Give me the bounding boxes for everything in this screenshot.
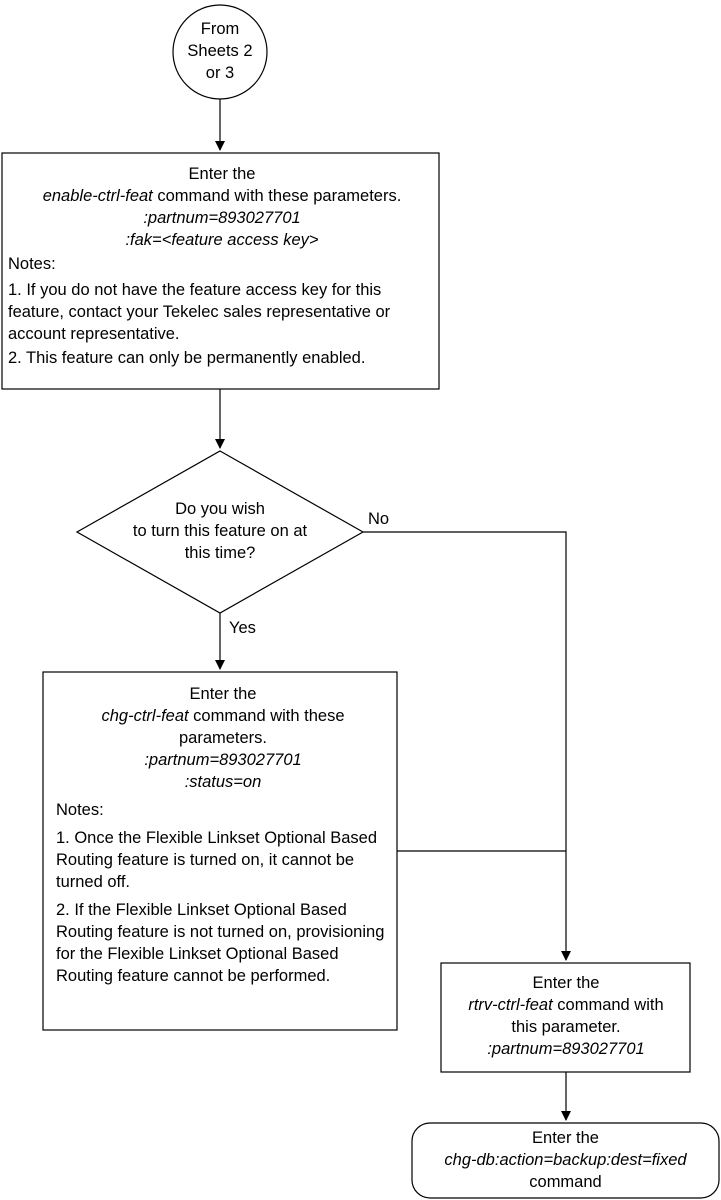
rtrv-command-suffix: command with <box>552 996 664 1014</box>
chg-ctrl-feat-text: Enter the chg-ctrl-feat command with the… <box>56 683 390 987</box>
chg-ctrl-feat-box <box>42 671 398 1031</box>
chg-note-1: 1. Once the Flexible Linkset Optional Ba… <box>56 829 378 891</box>
decision-question: Do you wish to turn this feature on at t… <box>110 498 330 564</box>
decision-line-1: Do you wish <box>175 500 265 518</box>
chg-note-2: 2. If the Flexible Linkset Optional Base… <box>56 901 385 985</box>
connector-line-1: From <box>200 20 240 38</box>
arrow-no-to-rtrv-ctrl-feat <box>363 531 571 961</box>
chg-intro: Enter the <box>189 685 257 703</box>
enable-param-fak-value: <feature access key> <box>161 231 319 249</box>
rtrv-ctrl-feat-text: Enter the rtrv-ctrl-feat command with th… <box>444 972 688 1060</box>
yes-label: Yes <box>229 619 256 637</box>
enable-ctrl-feat-text: Enter the enable-ctrl-feat command with … <box>8 163 436 369</box>
chg-command: chg-ctrl-feat <box>101 707 189 725</box>
enable-intro: Enter the <box>188 165 256 183</box>
decision-line-2: to turn this feature on at <box>132 522 308 540</box>
enable-command: enable-ctrl-feat <box>42 187 153 205</box>
decision-line-3: this time? <box>184 544 256 562</box>
enable-param-fak: :fak=<feature access key> <box>8 229 436 251</box>
enable-note-2: 2. This feature can only be permanently … <box>8 349 366 367</box>
rtrv-parameter-label: this parameter. <box>511 1018 621 1036</box>
chg-db-command: chg-db:action=backup:dest=fixed <box>444 1151 687 1169</box>
enable-command-suffix: command with these parameters. <box>152 187 402 205</box>
chg-param-partnum: :partnum=893027701 <box>144 751 302 769</box>
connector-line-2: Sheets 2 <box>187 42 253 60</box>
enable-notes-label: Notes: <box>8 255 56 273</box>
chg-db-intro: Enter the <box>532 1129 599 1147</box>
chg-command-suffix: command with these <box>188 707 345 725</box>
enable-param-partnum: :partnum=893027701 <box>143 209 301 227</box>
rtrv-ctrl-feat-box <box>440 962 691 1073</box>
rtrv-param-partnum: :partnum=893027701 <box>487 1040 645 1058</box>
chg-db-terminal-box <box>411 1122 720 1199</box>
chg-db-suffix: command <box>529 1173 602 1191</box>
chg-db-text: Enter the chg-db:action=backup:dest=fixe… <box>414 1127 717 1193</box>
chg-parameters-label: parameters. <box>178 729 268 747</box>
enable-param-fak-name: :fak= <box>125 231 162 249</box>
connector-line-3: or 3 <box>205 64 235 82</box>
chg-param-status: :status=on <box>184 773 262 791</box>
enable-note-1: 1. If you do not have the feature access… <box>8 281 391 343</box>
chg-notes-label: Notes: <box>56 801 104 819</box>
rtrv-intro: Enter the <box>532 974 600 992</box>
connector-label: From Sheets 2 or 3 <box>175 18 265 84</box>
rtrv-command-line: rtrv-ctrl-feat command with <box>444 994 688 1016</box>
no-label: No <box>368 510 390 528</box>
enable-command-line: enable-ctrl-feat command with these para… <box>8 185 436 207</box>
chg-command-line: chg-ctrl-feat command with these <box>56 705 390 727</box>
enable-ctrl-feat-box <box>1 152 440 390</box>
rtrv-command: rtrv-ctrl-feat <box>468 996 553 1014</box>
